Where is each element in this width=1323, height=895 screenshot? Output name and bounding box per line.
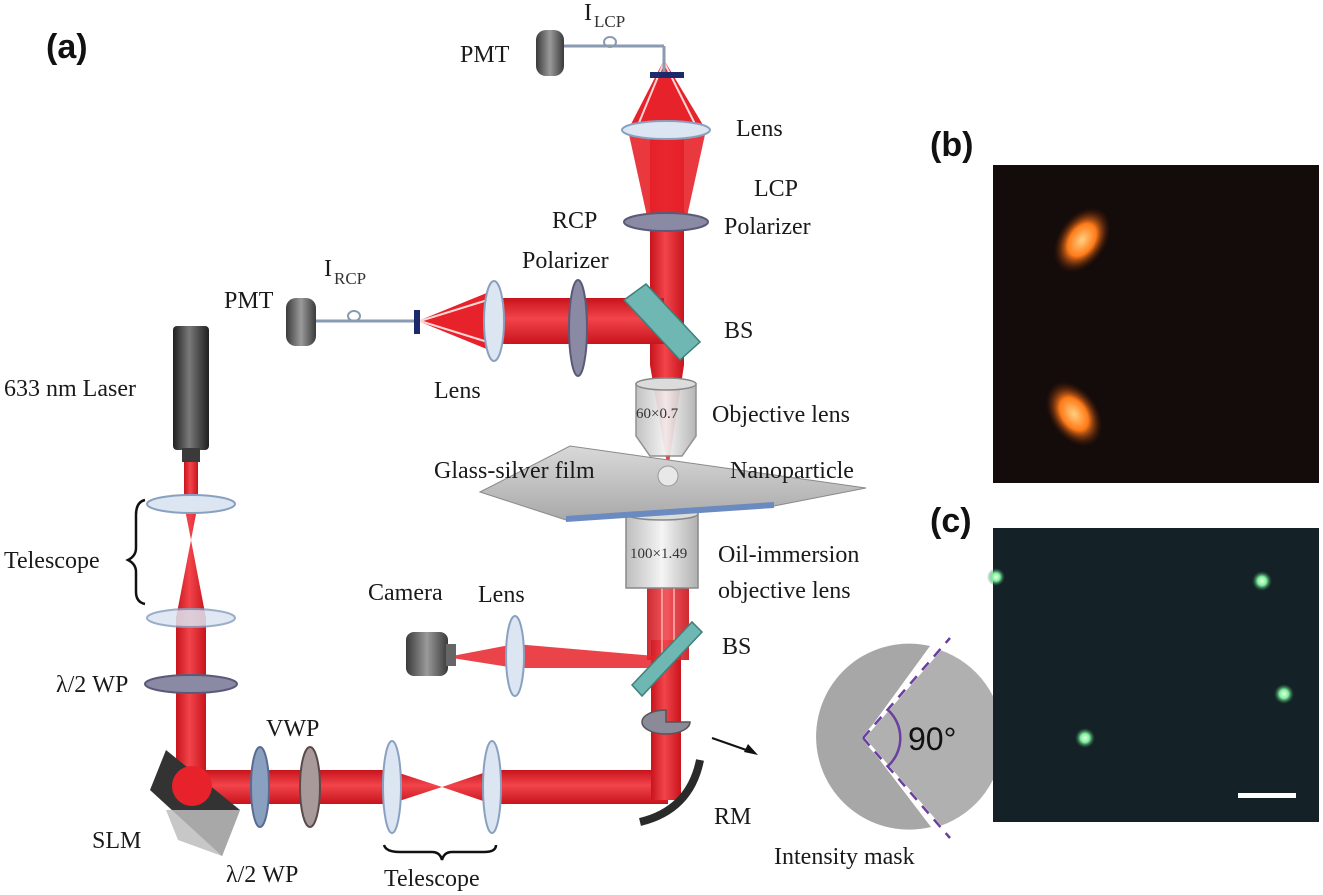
- beam-top-focus: [628, 60, 706, 130]
- panel-c-image: [993, 528, 1319, 822]
- beam-to-camera: [452, 644, 655, 668]
- label-rcp-polarizer-1: RCP: [552, 208, 597, 234]
- rcp-fiber-loop: [347, 310, 361, 322]
- panel-label-a: (a): [46, 28, 88, 66]
- intensity-mask-wedge: [863, 650, 1003, 826]
- mask-arrowhead: [744, 744, 758, 755]
- label-bs-bottom: BS: [722, 634, 751, 660]
- label-rm: RM: [714, 804, 751, 830]
- slm-spot: [172, 766, 212, 806]
- glass-silver-film-edge: [566, 502, 774, 522]
- label-vwp: VWP: [266, 716, 319, 742]
- half-wp-left-optic: [144, 674, 238, 694]
- label-pmt-top: PMT: [460, 42, 510, 68]
- label-bs-top: BS: [724, 318, 753, 344]
- laser-body: [173, 326, 209, 450]
- label-nanoparticle: Nanoparticle: [730, 458, 854, 484]
- camera-lens-cap: [446, 644, 456, 666]
- half-wp-bottom-optic: [250, 746, 270, 828]
- panel-c-spot-4: [1075, 728, 1095, 748]
- panel-c-scale-bar: [1238, 793, 1296, 798]
- label-i-rcp-sub: RCP: [334, 269, 366, 288]
- laser-nozzle: [182, 448, 200, 462]
- beam-laser-out: [184, 460, 198, 504]
- beam-left-vertical: [176, 618, 206, 778]
- telescope-left-lens-top: [146, 494, 236, 514]
- label-lcp-polarizer-1: LCP: [754, 176, 798, 202]
- label-lens-camera: Lens: [478, 582, 525, 608]
- lcp-detector-plate: [650, 72, 684, 78]
- label-oil-immersion-1: Oil-immersion: [718, 542, 859, 568]
- label-oil-immersion-2: objective lens: [718, 578, 851, 604]
- pmt-left-body: [286, 298, 316, 346]
- angle-dash-upper: [862, 637, 951, 739]
- nanoparticle: [657, 465, 679, 487]
- beam-rcp-ray-2: [419, 320, 495, 345]
- panel-b-spot-top: [1053, 207, 1111, 273]
- panel-c-spot-2: [1252, 571, 1272, 591]
- telescope-bottom-lens-1: [382, 740, 402, 834]
- beam-telescope-left: [176, 504, 206, 618]
- label-slm: SLM: [92, 828, 141, 854]
- label-i-lcp-sub: LCP: [594, 12, 625, 31]
- rcp-polarizer-optic: [568, 279, 588, 377]
- bs-top-optic: [622, 283, 702, 362]
- beam-rcp-ray-1: [419, 297, 495, 322]
- panel-c-spot-3: [1274, 684, 1294, 704]
- panel-b-image: [993, 165, 1319, 483]
- objective-lens-top: [635, 377, 697, 391]
- beam-telescope-bottom: [390, 770, 492, 804]
- beam-bottom-horizontal-2: [492, 770, 668, 804]
- label-lcp-polarizer-2: Polarizer: [724, 214, 811, 240]
- label-intensity-mask: Intensity mask: [774, 844, 915, 870]
- label-i-lcp: I: [584, 0, 592, 26]
- panel-c-spot-1: [987, 568, 1005, 586]
- label-glass-silver-film: Glass-silver film: [434, 458, 595, 484]
- label-half-wp-left: λ/2 WP: [56, 672, 128, 698]
- beam-top-wide: [628, 130, 706, 230]
- mask-small: [641, 709, 691, 735]
- label-objective-lens: Objective lens: [712, 402, 850, 428]
- rm-mirror: [638, 759, 704, 826]
- label-angle: 90°: [908, 721, 956, 757]
- rcp-lens-optic: [483, 280, 505, 362]
- pmt-top-body: [536, 30, 564, 76]
- rcp-detector-plate: [414, 310, 420, 334]
- label-laser: 633 nm Laser: [4, 376, 136, 402]
- label-rcp-polarizer-2: Polarizer: [522, 248, 609, 274]
- label-lens-top: Lens: [736, 116, 783, 142]
- label-telescope-bottom: Telescope: [384, 866, 480, 892]
- angle-dash-lower: [862, 737, 951, 839]
- slm-face: [166, 810, 240, 856]
- intensity-mask-disk: [816, 643, 931, 830]
- vwp-optic: [299, 746, 321, 828]
- telescope-bottom-brace: [382, 844, 498, 861]
- telescope-bottom-lens-2: [482, 740, 502, 834]
- camera-lens-optic: [505, 615, 525, 697]
- lcp-polarizer-optic: [623, 212, 709, 232]
- panel-b-spot-bottom: [1045, 381, 1103, 447]
- objective-lens-mag: 60×0.7: [636, 406, 679, 422]
- lens-top-optic: [621, 120, 711, 140]
- panel-label-c: (c): [930, 502, 972, 540]
- label-half-wp-bottom: λ/2 WP: [226, 862, 298, 888]
- label-lens-left: Lens: [434, 378, 481, 404]
- lcp-fiber-loop: [603, 36, 617, 48]
- oil-objective-body: [625, 513, 699, 589]
- telescope-left-lens-bottom: [146, 608, 236, 628]
- camera-body: [406, 632, 448, 676]
- panel-label-b: (b): [930, 126, 973, 164]
- label-telescope-left: Telescope: [4, 548, 100, 574]
- beam-rcp-focus: [418, 290, 494, 352]
- telescope-left-brace: [125, 498, 146, 606]
- angle-arc: [887, 709, 902, 767]
- bs-bottom-optic: [630, 620, 704, 698]
- oil-objective-mag: 100×1.49: [630, 546, 687, 562]
- label-i-rcp: I: [324, 256, 332, 282]
- label-pmt-left: PMT: [224, 288, 274, 314]
- label-camera: Camera: [368, 580, 443, 606]
